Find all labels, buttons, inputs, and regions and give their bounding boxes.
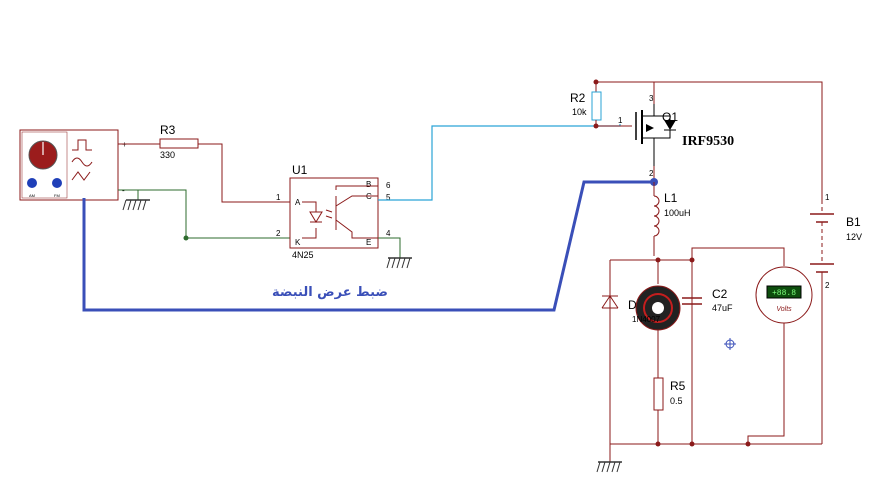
c2-ref: C2 — [712, 287, 728, 301]
crosshair-icon — [724, 338, 736, 350]
pin-e-label: E — [366, 238, 371, 247]
r5-value: 0.5 — [670, 396, 683, 406]
pulse-width-annotation: ضبط عرض النبضة — [272, 285, 388, 300]
voltmeter[interactable]: +88.8 Volts — [747, 266, 813, 444]
l1-ref: L1 — [664, 191, 678, 205]
resistor-r2[interactable]: R2 10k — [570, 82, 602, 129]
q1-part: IRF9530 — [682, 134, 734, 149]
optocoupler-u1[interactable]: U1 4N25 A K B C E 1 2 6 5 4 — [276, 163, 391, 260]
u1-part: 4N25 — [292, 250, 314, 260]
inductor-l1[interactable]: L1 100uH — [653, 182, 691, 256]
voltmeter-reading: +88.8 — [772, 289, 796, 298]
wire-u1-to-gate — [378, 124, 621, 201]
function-generator[interactable]: AM FM + - — [19, 129, 127, 201]
diode-d1[interactable]: D — [601, 295, 637, 312]
pin-6-label: 6 — [386, 181, 391, 190]
r2-value: 10k — [572, 107, 587, 117]
resistor-r5[interactable]: R5 0.5 — [653, 377, 686, 444]
ground-symbol-generator — [118, 189, 150, 211]
mosfet-q1[interactable]: Q1 IRF9530 1 3 2 — [596, 94, 734, 178]
b1-pos-pin: 1 — [825, 193, 830, 202]
r2-ref: R2 — [570, 91, 586, 105]
knob1-label: AM — [29, 193, 35, 198]
r3-value: 330 — [160, 150, 175, 160]
pin-4-label: 4 — [386, 229, 391, 238]
q1-gate-pin: 1 — [618, 116, 623, 125]
l1-value: 100uH — [664, 208, 691, 218]
junction-dot — [183, 235, 189, 241]
q1-drain-pin: 2 — [649, 169, 654, 178]
b1-value: 12V — [846, 232, 862, 242]
ground-symbol-u1 — [386, 257, 412, 269]
r5-ref: R5 — [670, 379, 686, 393]
ground-symbol-main — [596, 461, 622, 473]
d1-ref: D — [628, 298, 637, 312]
wire-feedback — [82, 180, 654, 312]
q1-ref: Q1 — [662, 110, 678, 124]
wire-r3-to-u1 — [198, 143, 290, 203]
knob2-label: FM — [54, 193, 60, 198]
square-wave-icon — [72, 139, 92, 151]
pin-b-label: B — [366, 180, 371, 189]
d1-part: 1N4007 — [632, 315, 661, 324]
b1-neg-pin: 2 — [825, 281, 830, 290]
q1-source-pin: 3 — [649, 94, 654, 103]
capacitor-c2[interactable]: C2 47uF — [682, 287, 733, 313]
pin-a-label: A — [295, 198, 301, 207]
pin-2-label: 2 — [276, 229, 281, 238]
fm-knob[interactable] — [52, 178, 62, 188]
wire-top-rail — [596, 81, 823, 200]
battery-b1[interactable]: B1 12V 1 2 — [810, 193, 862, 444]
wire-gnd-to-u1 — [138, 189, 290, 239]
voltmeter-unit: Volts — [776, 306, 792, 313]
triangle-wave-icon — [71, 171, 91, 181]
pin-k-label: K — [295, 238, 301, 247]
wire-u1-gnd — [378, 237, 401, 258]
r3-ref: R3 — [160, 123, 176, 137]
b1-ref: B1 — [846, 215, 861, 229]
c2-value: 47uF — [712, 303, 733, 313]
pin-5-label: 5 — [386, 193, 391, 202]
sine-wave-icon — [71, 157, 93, 167]
pin-1-label: 1 — [276, 193, 281, 202]
resistor-r3[interactable]: R3 330 — [118, 123, 199, 160]
amplitude-knob[interactable] — [27, 178, 37, 188]
u1-ref: U1 — [292, 163, 308, 177]
motor[interactable]: 1N4007 — [632, 260, 681, 378]
